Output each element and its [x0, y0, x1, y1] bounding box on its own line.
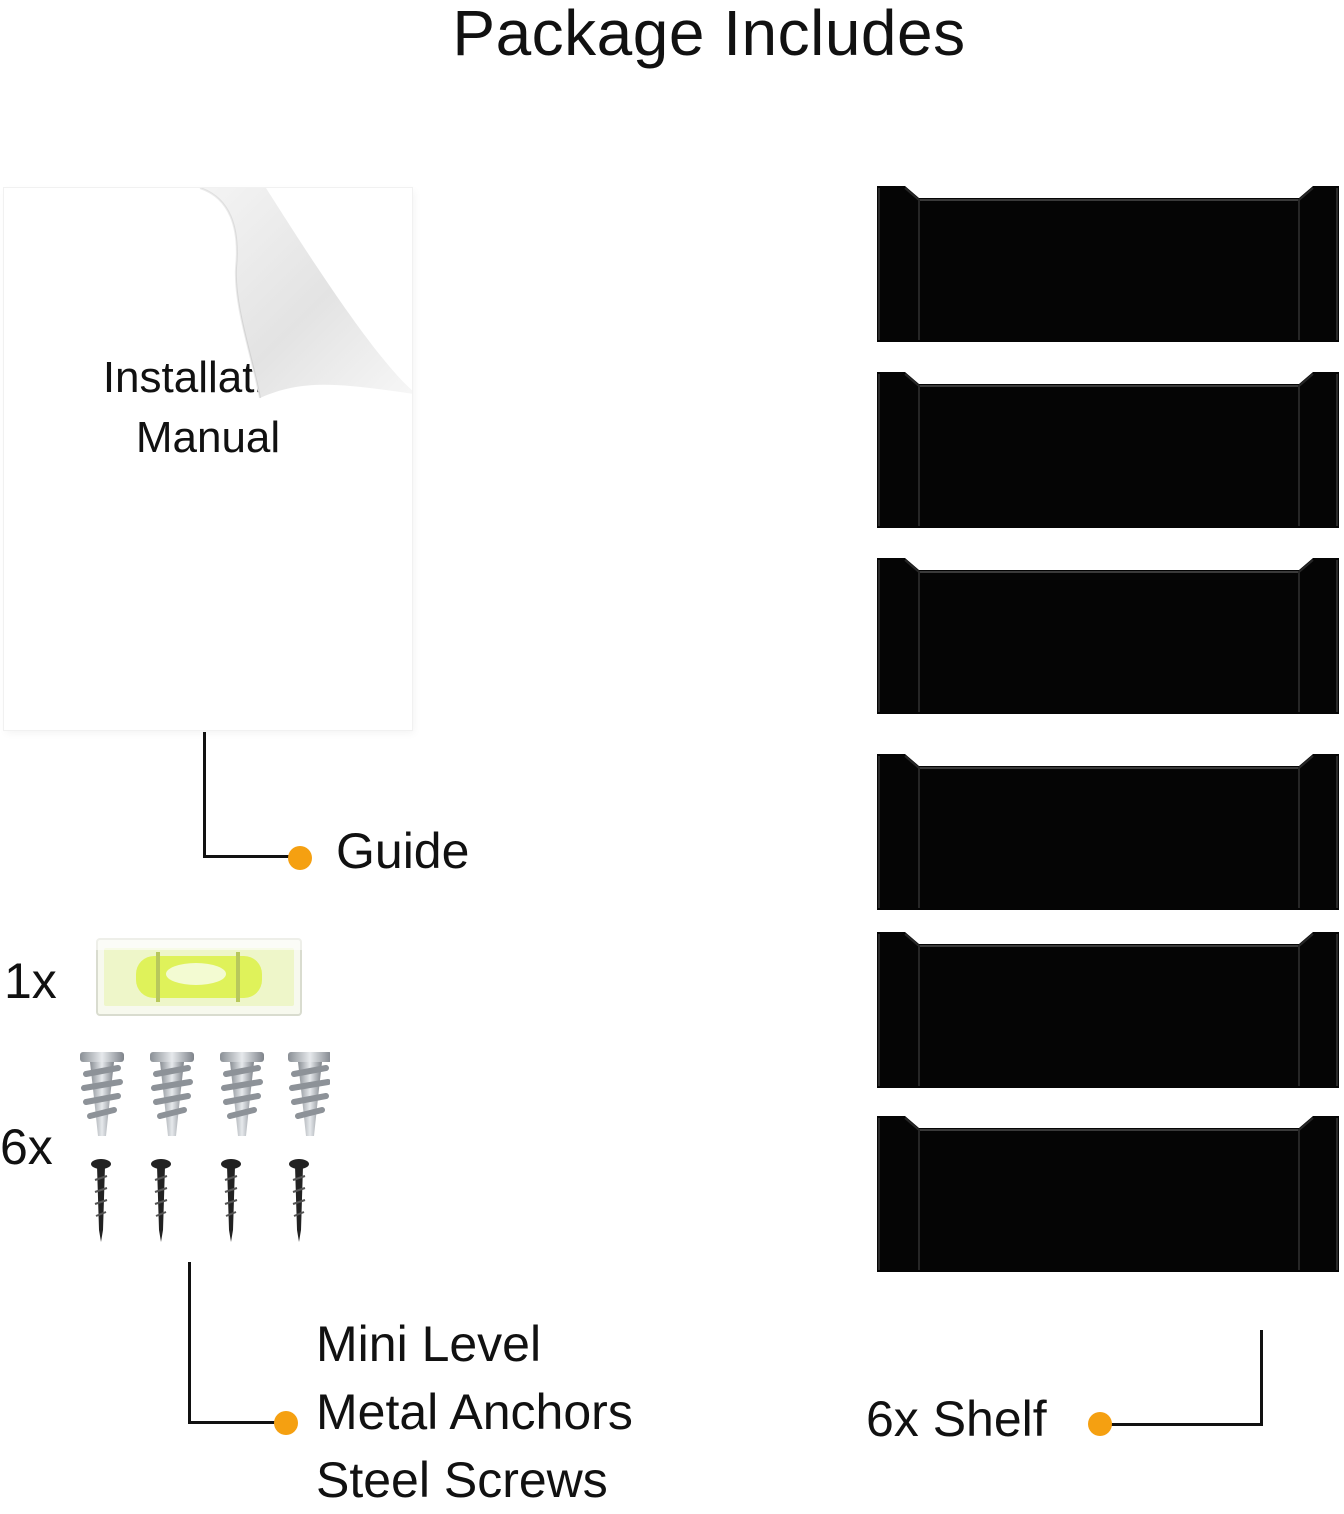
shelf-icon [875, 930, 1341, 1090]
hardware-count: 6x [0, 1119, 53, 1175]
hardware-label-metal-anchors: Metal Anchors [316, 1384, 633, 1440]
level-count: 1x [4, 953, 57, 1009]
shelf-leader-line-horizontal [1108, 1423, 1263, 1426]
shelf-icon [875, 184, 1341, 344]
page-title: Package Includes [452, 0, 966, 69]
spirit-level-icon [96, 938, 302, 1016]
guide-dot [288, 846, 312, 870]
manual-page-icon: Installation Manual [4, 188, 412, 730]
guide-label: Guide [336, 823, 470, 879]
shelf-icon [875, 752, 1341, 912]
shelf-label: 6x Shelf [866, 1391, 1047, 1447]
hardware-set [80, 1052, 330, 1242]
manual-text-line2: Manual [135, 413, 281, 462]
page-curl-icon [199, 188, 412, 399]
shelf-icon [875, 370, 1341, 530]
hardware-label-list: Mini Level Metal Anchors Steel Screws [316, 1310, 633, 1514]
hardware-label-steel-screws: Steel Screws [316, 1452, 608, 1508]
hardware-leader-line-vertical [188, 1262, 191, 1424]
guide-leader-line-vertical [203, 732, 206, 858]
screw-icon [91, 1159, 309, 1242]
hardware-dot [274, 1411, 298, 1435]
shelf-leader-line-vertical [1260, 1330, 1263, 1426]
guide-leader-line-horizontal [203, 855, 297, 858]
shelf-icon [875, 556, 1341, 716]
shelf-dot [1088, 1412, 1112, 1436]
hardware-label-mini-level: Mini Level [316, 1316, 542, 1372]
shelf-icon [875, 1114, 1341, 1274]
wall-anchor-icon [80, 1052, 330, 1136]
hardware-leader-line-horizontal [188, 1421, 284, 1424]
